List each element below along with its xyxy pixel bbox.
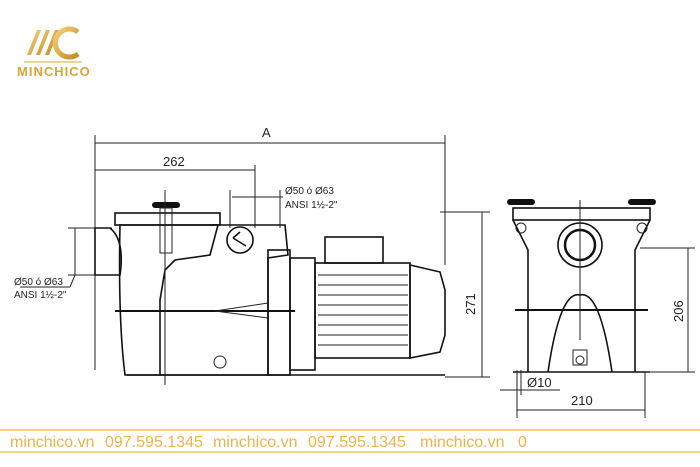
outlet-label-1: Ø50 ó Ø63 <box>285 186 334 197</box>
footer-phone: 097.595.1345 <box>105 434 203 451</box>
footer-website: minchico.vn <box>10 434 94 451</box>
footer-phone: 097.595.1345 <box>308 434 406 451</box>
footer-phone-partial: 0 <box>518 434 527 451</box>
dim-210: 210 <box>571 393 593 408</box>
footer-website: minchico.vn <box>420 434 504 451</box>
footer-strip: minchico.vn 097.595.1345 minchico.vn 097… <box>0 429 700 453</box>
pump-side-view <box>94 190 446 385</box>
pump-front-view: 206 Ø10 210 <box>500 199 695 418</box>
inlet-label-2: ANSI 1½-2" <box>14 290 67 301</box>
dim-206: 206 <box>671 300 686 322</box>
dim-a: A <box>262 125 271 140</box>
outlet-label-2: ANSI 1½-2" <box>285 200 338 211</box>
footer-website: minchico.vn <box>213 434 297 451</box>
logo-text: MINCHICO <box>17 64 91 79</box>
dim-262: 262 <box>163 154 185 169</box>
side-view-dimensions: A 262 Ø50 ó Ø63 ANSI 1½-2" Ø50 ó Ø63 ANS… <box>14 125 490 378</box>
dim-hole: Ø10 <box>527 375 552 390</box>
inlet-label-1: Ø50 ó Ø63 <box>14 277 63 288</box>
minchico-logo: MINCHICO <box>17 26 91 79</box>
dim-271: 271 <box>463 293 478 315</box>
